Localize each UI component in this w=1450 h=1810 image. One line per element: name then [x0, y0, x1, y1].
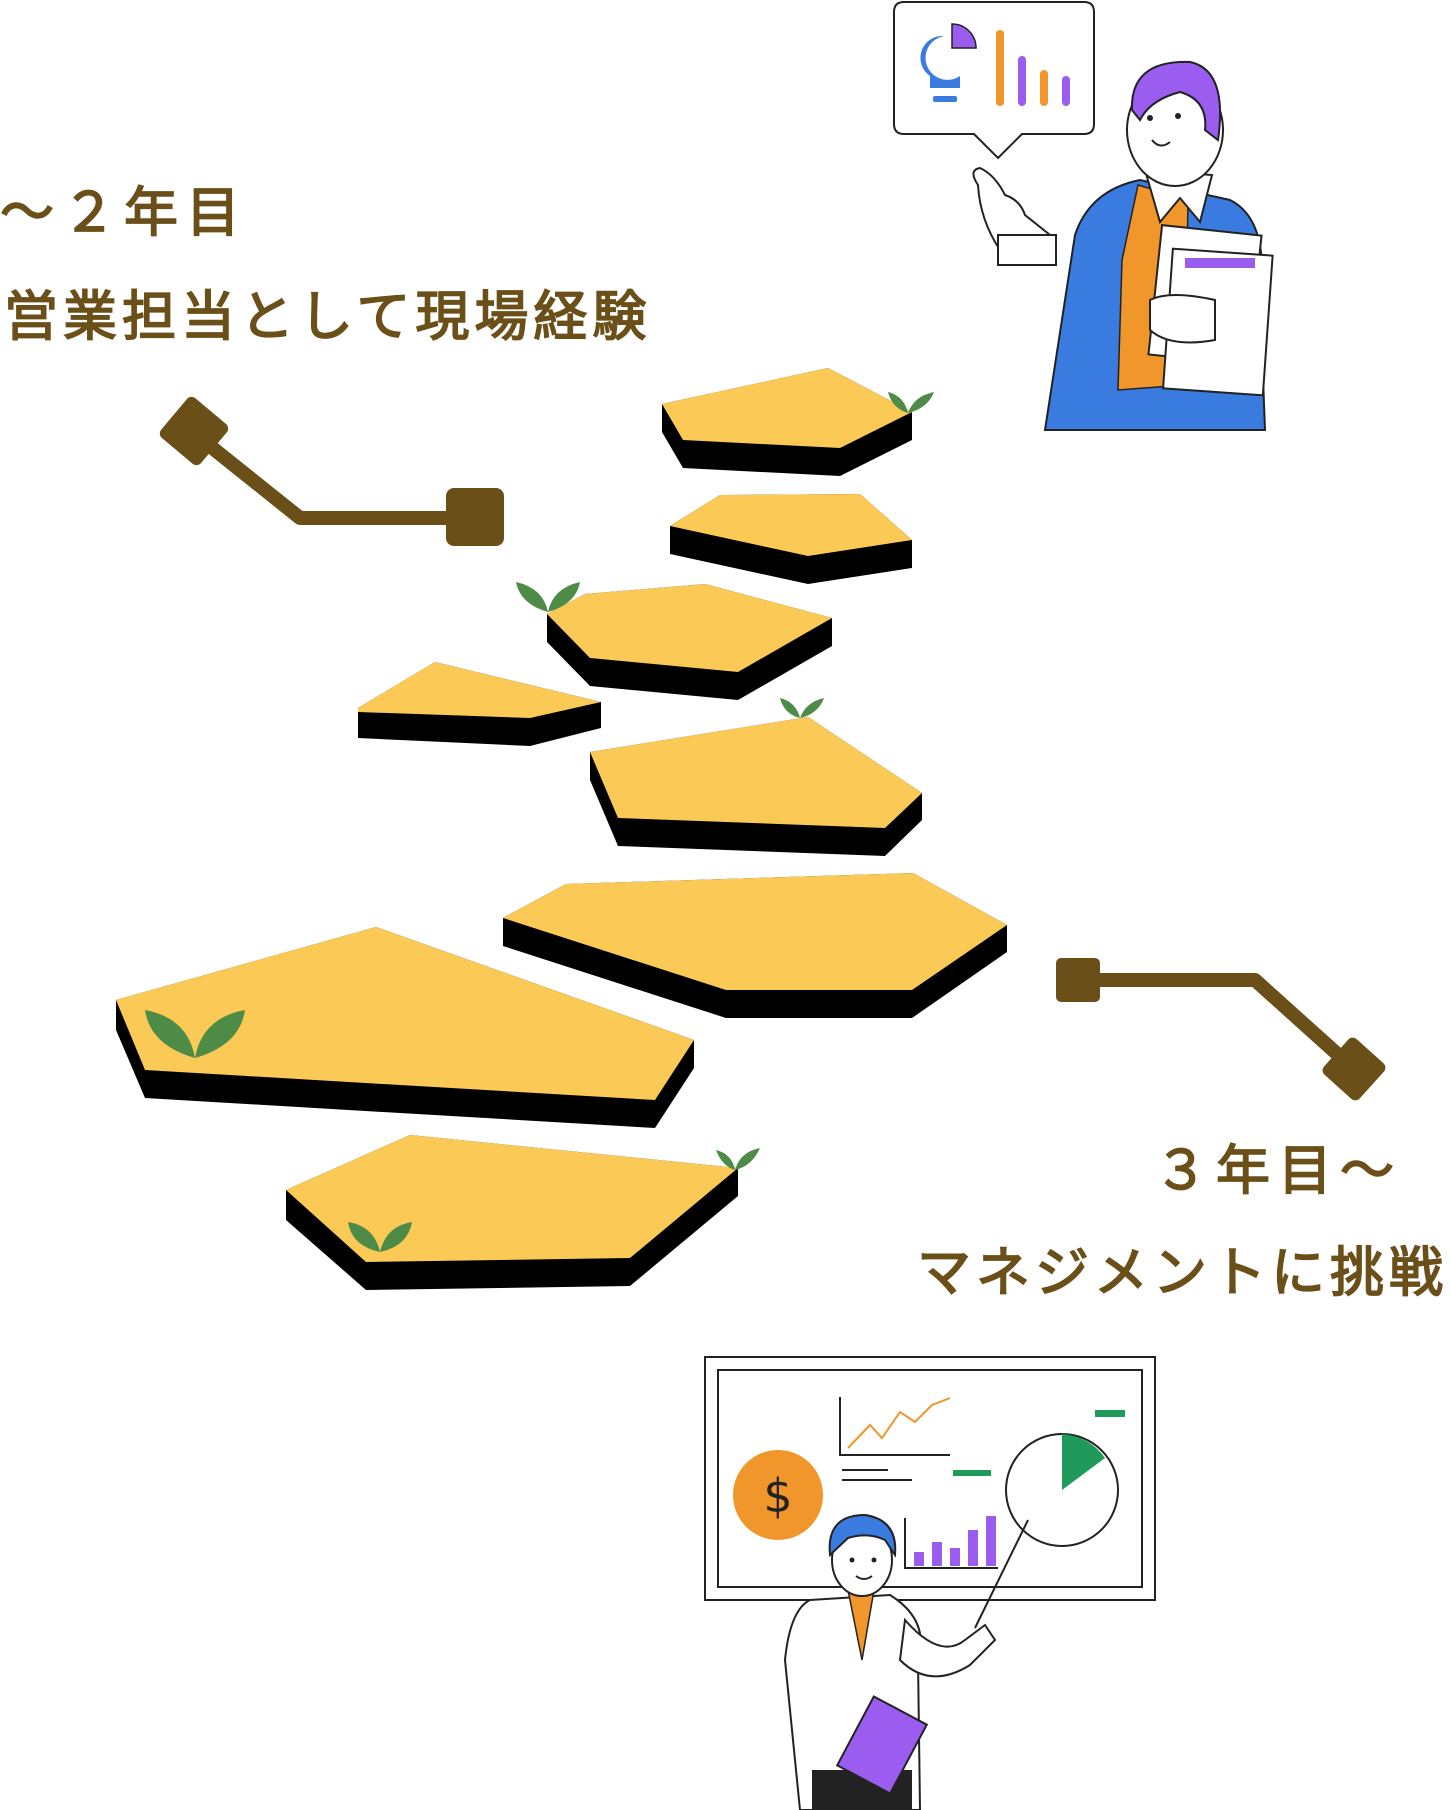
- milestone-later-title: ３年目〜: [1154, 1139, 1402, 1202]
- connector-early: [159, 396, 504, 546]
- stepping-stone-7: [670, 494, 912, 584]
- stepping-stone-1: [286, 1135, 738, 1290]
- presenter-with-board-icon: $: [704, 1356, 1156, 1810]
- sprout-icon: [516, 582, 580, 612]
- stepping-stone-3: [503, 873, 1007, 1018]
- milestone-later-description: マネジメントに挑戦: [917, 1241, 1448, 1304]
- stepping-stone-6: [547, 584, 832, 700]
- milestone-early-description: 営業担当として現場経験: [4, 285, 652, 348]
- connector-later: [1056, 958, 1386, 1101]
- chart-speech-bubble-icon: [893, 1, 1095, 160]
- stepping-stone-4: [590, 717, 922, 856]
- sprout-icon: [348, 1222, 412, 1252]
- stepping-stone-2: [116, 927, 694, 1128]
- stepping-stone-8: [662, 368, 912, 476]
- sprout-icon: [780, 698, 824, 718]
- sprout-icon: [145, 1010, 245, 1058]
- milestone-early-title: 〜２年目: [0, 181, 248, 244]
- sprout-icon: [716, 1148, 760, 1170]
- dollar-symbol: $: [763, 1469, 792, 1523]
- businessman-presenting-icon: [893, 1, 1274, 431]
- stepping-stone-5: [358, 662, 601, 746]
- sprout-icon: [888, 392, 934, 413]
